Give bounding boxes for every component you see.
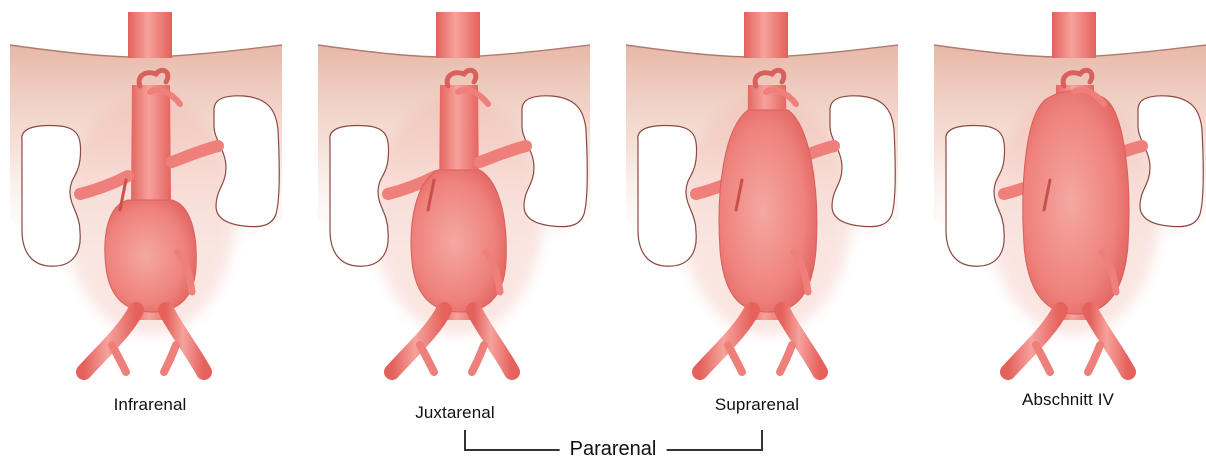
panel-label-infrarenal: Infrarenal: [114, 395, 187, 415]
right-internal-iliac: [164, 345, 176, 372]
left-internal-iliac: [1036, 345, 1050, 372]
left-internal-iliac: [112, 345, 126, 372]
panel-suprarenal: [626, 12, 898, 372]
right-internal-iliac: [780, 345, 792, 372]
thoracic-aorta: [128, 12, 172, 58]
thoracic-aorta: [1052, 12, 1096, 58]
left-internal-iliac: [728, 345, 742, 372]
thoracic-aorta: [436, 12, 480, 58]
aneurysm-sac-juxtarenal: [411, 170, 506, 312]
panel-abschnitt-iv: [934, 12, 1206, 372]
panel-juxtarenal: [318, 12, 590, 372]
panel-label-abschnitt-iv: Abschnitt IV: [1022, 390, 1114, 410]
pararenal-group-label: Pararenal: [560, 438, 667, 461]
pararenal-bracket-left-tick: [464, 430, 466, 450]
right-internal-iliac: [1088, 345, 1100, 372]
right-internal-iliac: [472, 345, 484, 372]
pararenal-bracket-right-tick: [761, 430, 763, 450]
thoracic-aorta: [744, 12, 788, 58]
panel-infrarenal: [10, 12, 282, 372]
panel-label-juxtarenal: Juxtarenal: [415, 403, 494, 423]
panel-label-suprarenal: Suprarenal: [715, 395, 799, 415]
left-internal-iliac: [420, 345, 434, 372]
aneurysm-sac-suprarenal: [719, 110, 817, 312]
